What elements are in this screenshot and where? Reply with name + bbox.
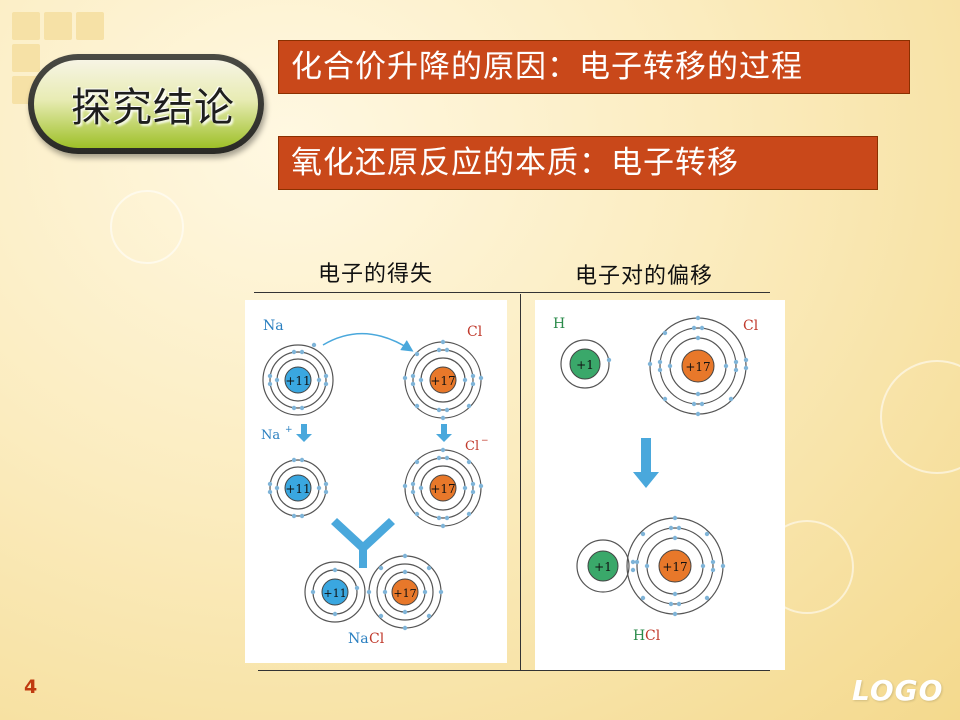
- product-na-label: Na: [348, 631, 369, 647]
- product-cl-label-right: Cl: [645, 628, 661, 644]
- cl-ion-charge: −: [481, 436, 489, 446]
- na-ion-charge: +: [285, 425, 293, 435]
- banner-cause: 化合价升降的原因：电子转移的过程: [278, 40, 910, 94]
- badge-label: 探究结论: [71, 85, 235, 131]
- cl-ion: +17: [402, 447, 484, 529]
- product-cl-label: Cl: [369, 631, 385, 647]
- svg-text:+17: +17: [662, 560, 687, 574]
- page-number: 4: [24, 676, 38, 698]
- nacl-product: +11 +17: [304, 553, 444, 631]
- top-divider: [254, 292, 770, 293]
- electron-transfer-arrow: [322, 333, 414, 352]
- cl-label: Cl: [467, 324, 483, 340]
- svg-text:+17: +17: [393, 587, 416, 600]
- cl-nucleus-label: +17: [430, 374, 455, 388]
- product-h-label: H: [633, 628, 645, 644]
- decor-ring: [110, 190, 184, 264]
- svg-text:+11: +11: [285, 482, 310, 496]
- down-arrow-na: [296, 424, 312, 442]
- banner-essence: 氧化还原反应的本质：电子转移: [278, 136, 878, 190]
- na-nucleus-label: +11: [285, 374, 310, 388]
- na-label: Na: [263, 318, 284, 334]
- hcl-product: +1 +17: [576, 515, 726, 617]
- svg-text:+17: +17: [685, 360, 710, 374]
- svg-text:+1: +1: [576, 358, 594, 372]
- cl-label-right: Cl: [743, 318, 759, 334]
- svg-text:+17: +17: [430, 482, 455, 496]
- merge-arrow: [331, 518, 395, 568]
- heading-electron-transfer: 电子的得失: [318, 262, 434, 287]
- center-divider: [520, 294, 521, 670]
- cl-ion-label: Cl: [465, 439, 479, 454]
- cl-atom-right: +17: [647, 315, 749, 417]
- decor-ring: [880, 360, 960, 474]
- svg-text:+1: +1: [594, 560, 612, 574]
- heading-electron-pair-shift: 电子对的偏移: [575, 264, 714, 289]
- na-ion-label: Na: [261, 428, 280, 443]
- logo: LOGO: [852, 674, 944, 707]
- h-label: H: [553, 316, 565, 332]
- conclusion-badge: 探究结论: [28, 54, 264, 154]
- bottom-divider: [258, 670, 770, 671]
- svg-text:+11: +11: [323, 587, 346, 600]
- na-atom: +11: [262, 342, 334, 416]
- down-arrow-cl: [436, 424, 452, 442]
- cl-atom: +17: [402, 339, 484, 421]
- h-atom: +1: [560, 339, 612, 389]
- na-ion: +11: [267, 457, 329, 519]
- down-arrow-shift: [633, 438, 659, 488]
- ionic-bond-panel: +11 Na +17 Cl: [245, 300, 507, 663]
- covalent-bond-panel: H Cl +1 +17: [535, 300, 785, 670]
